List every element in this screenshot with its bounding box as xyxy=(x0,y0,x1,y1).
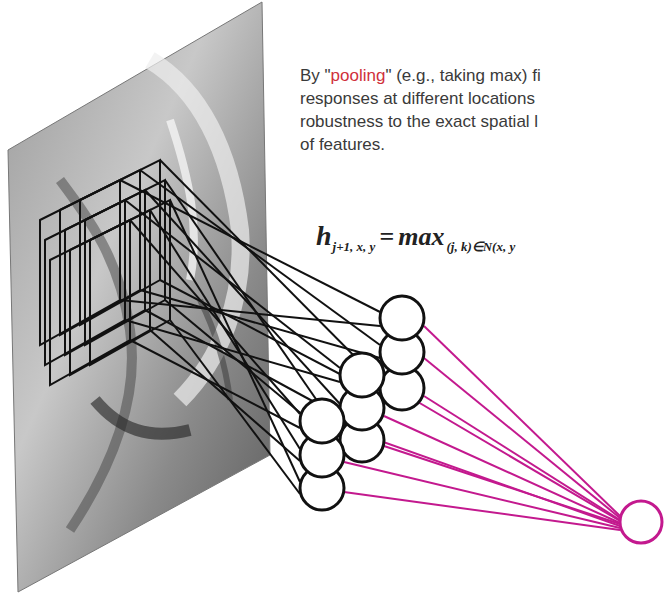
feature-connections xyxy=(120,160,380,494)
highlight-word: pooling xyxy=(331,66,386,85)
feature-units xyxy=(300,296,424,510)
formula-symbol: h xyxy=(316,220,332,251)
paragraph-line: robustness to the exact spatial l xyxy=(300,112,538,132)
formula: hj+1, x, y=max(j, k)∈N(x, y xyxy=(316,220,515,255)
paragraph-text: responses at different locations xyxy=(300,89,535,108)
formula-subscript: j+1, x, y xyxy=(333,239,376,254)
paragraph-line: By "pooling" (e.g., taking max) fi xyxy=(300,66,541,86)
paragraph-text: " (e.g., taking max) fi xyxy=(385,66,540,85)
paragraph-line: of features. xyxy=(300,135,385,155)
image-plane xyxy=(8,2,270,592)
paragraph-text: of features. xyxy=(300,135,385,154)
paragraph-text: By " xyxy=(300,66,331,85)
pooling-unit xyxy=(620,501,662,543)
formula-operator: max xyxy=(398,222,444,251)
paragraph-line: responses at different locations xyxy=(300,89,535,109)
pooling-connections xyxy=(344,326,620,530)
paragraph-text: robustness to the exact spatial l xyxy=(300,112,538,131)
formula-subscript: (j, k)∈N(x, y xyxy=(446,239,515,254)
formula-operator: = xyxy=(379,222,394,251)
